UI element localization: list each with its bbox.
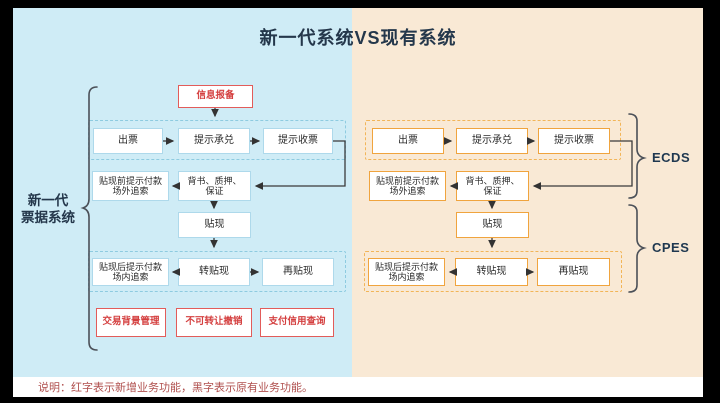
right-flow-row1-group — [365, 120, 621, 160]
box-info-filing: 信息报备 — [178, 85, 253, 108]
box-present-collection-right: 提示收票 — [538, 128, 610, 154]
footer-strip — [13, 377, 703, 397]
box-issue-left: 出票 — [93, 128, 163, 154]
box-post-discount-recourse-left: 贴现后提示付款 场内追索 — [92, 258, 169, 286]
box-post-discount-recourse-right: 贴现后提示付款 场内追索 — [368, 258, 445, 286]
box-present-collection-left: 提示收票 — [263, 128, 333, 154]
box-pre-discount-recourse-left: 贴现前提示付款 场外追索 — [92, 171, 169, 201]
ecds-label: ECDS — [652, 150, 691, 165]
box-endorse-pledge-guarantee-left: 背书、质押、 保证 — [178, 171, 251, 201]
new-system-label: 新一代 票据系统 — [21, 193, 75, 225]
box-rediscount-left: 再贴现 — [262, 258, 334, 286]
box-rediscount-right: 再贴现 — [537, 258, 610, 286]
right-flow-row3-group — [364, 251, 622, 292]
box-discount-left: 贴现 — [178, 212, 251, 238]
box-pre-discount-recourse-right: 贴现前提示付款 场外追索 — [369, 171, 446, 201]
box-non-transferable-revoke: 不可转让撤销 — [176, 308, 252, 337]
box-payment-credit-query: 支付信用查询 — [260, 308, 334, 337]
box-transfer-discount-right: 转贴现 — [455, 258, 528, 286]
page-title: 新一代系统VS现有系统 — [259, 28, 457, 48]
box-discount-right: 贴现 — [456, 212, 529, 238]
box-issue-right: 出票 — [372, 128, 444, 154]
legend-note: 说明：红字表示新增业务功能，黑字表示原有业务功能。 — [38, 382, 313, 394]
box-endorse-pledge-guarantee-right: 背书、质押、 保证 — [456, 171, 529, 201]
box-transfer-discount-left: 转贴现 — [178, 258, 250, 286]
box-present-acceptance-left: 提示承兑 — [178, 128, 250, 154]
cpes-label: CPES — [652, 240, 690, 255]
box-trade-background-mgmt: 交易背景管理 — [96, 308, 166, 337]
box-present-acceptance-right: 提示承兑 — [456, 128, 528, 154]
